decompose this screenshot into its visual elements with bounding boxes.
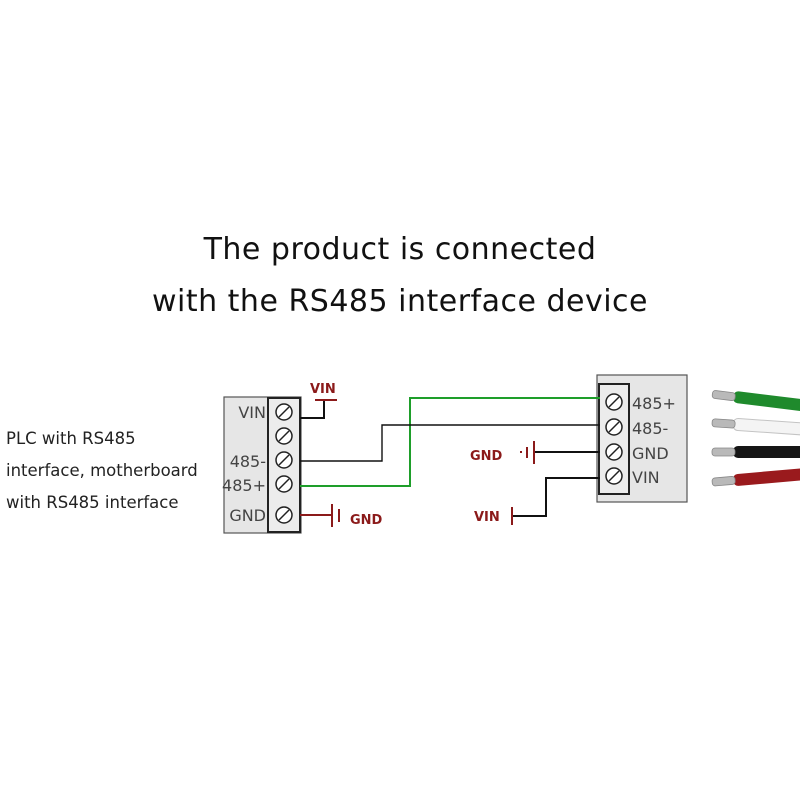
right-gnd-connector: GND: [470, 441, 600, 464]
left-vin-connector: VIN: [300, 382, 337, 419]
cable-red: [711, 467, 800, 487]
left-terminal-485-minus: 485-: [230, 452, 266, 471]
black-wire-485-minus: [300, 424, 600, 462]
left-gnd-label: GND: [350, 513, 383, 528]
cable-white: [711, 417, 800, 436]
plc-description-line-1: PLC with RS485: [6, 429, 136, 448]
title-line-2: with the RS485 interface device: [151, 284, 648, 319]
right-terminal-485-plus: 485+: [632, 394, 676, 413]
right-screw-icon: [605, 393, 623, 411]
right-terminal-vin: VIN: [632, 468, 660, 487]
left-screw-icon: [275, 475, 293, 493]
right-screw-icon: [605, 467, 623, 485]
left-gnd-connector: GND: [300, 504, 383, 528]
left-screw-icon: [275, 403, 293, 421]
right-terminal-gnd: GND: [632, 444, 669, 463]
cable-green: [711, 390, 800, 412]
left-screw-icon: [275, 506, 293, 524]
green-wire-485-plus: [300, 397, 600, 487]
title-line-1: The product is connected: [203, 232, 597, 267]
left-terminal-gnd: GND: [229, 506, 266, 525]
right-screw-icon: [605, 418, 623, 436]
left-terminal-block: VIN 485- 485+ GND: [222, 396, 302, 534]
left-terminal-vin: VIN: [238, 403, 266, 422]
right-vin-connector: VIN: [474, 477, 600, 525]
right-terminal-485-minus: 485-: [632, 419, 668, 438]
left-screw-icon: [275, 451, 293, 469]
left-terminal-485-plus: 485+: [222, 476, 266, 495]
plc-description-line-3: with RS485 interface: [6, 493, 179, 512]
right-gnd-label: GND: [470, 449, 503, 464]
cable-black: [711, 446, 800, 458]
right-screw-icon: [605, 443, 623, 461]
left-vin-label: VIN: [310, 382, 336, 397]
right-vin-label: VIN: [474, 510, 500, 525]
plc-description-line-2: interface, motherboard: [6, 461, 198, 480]
left-screw-icon: [275, 427, 293, 445]
right-terminal-block: 485+ 485- GND VIN: [596, 374, 688, 503]
